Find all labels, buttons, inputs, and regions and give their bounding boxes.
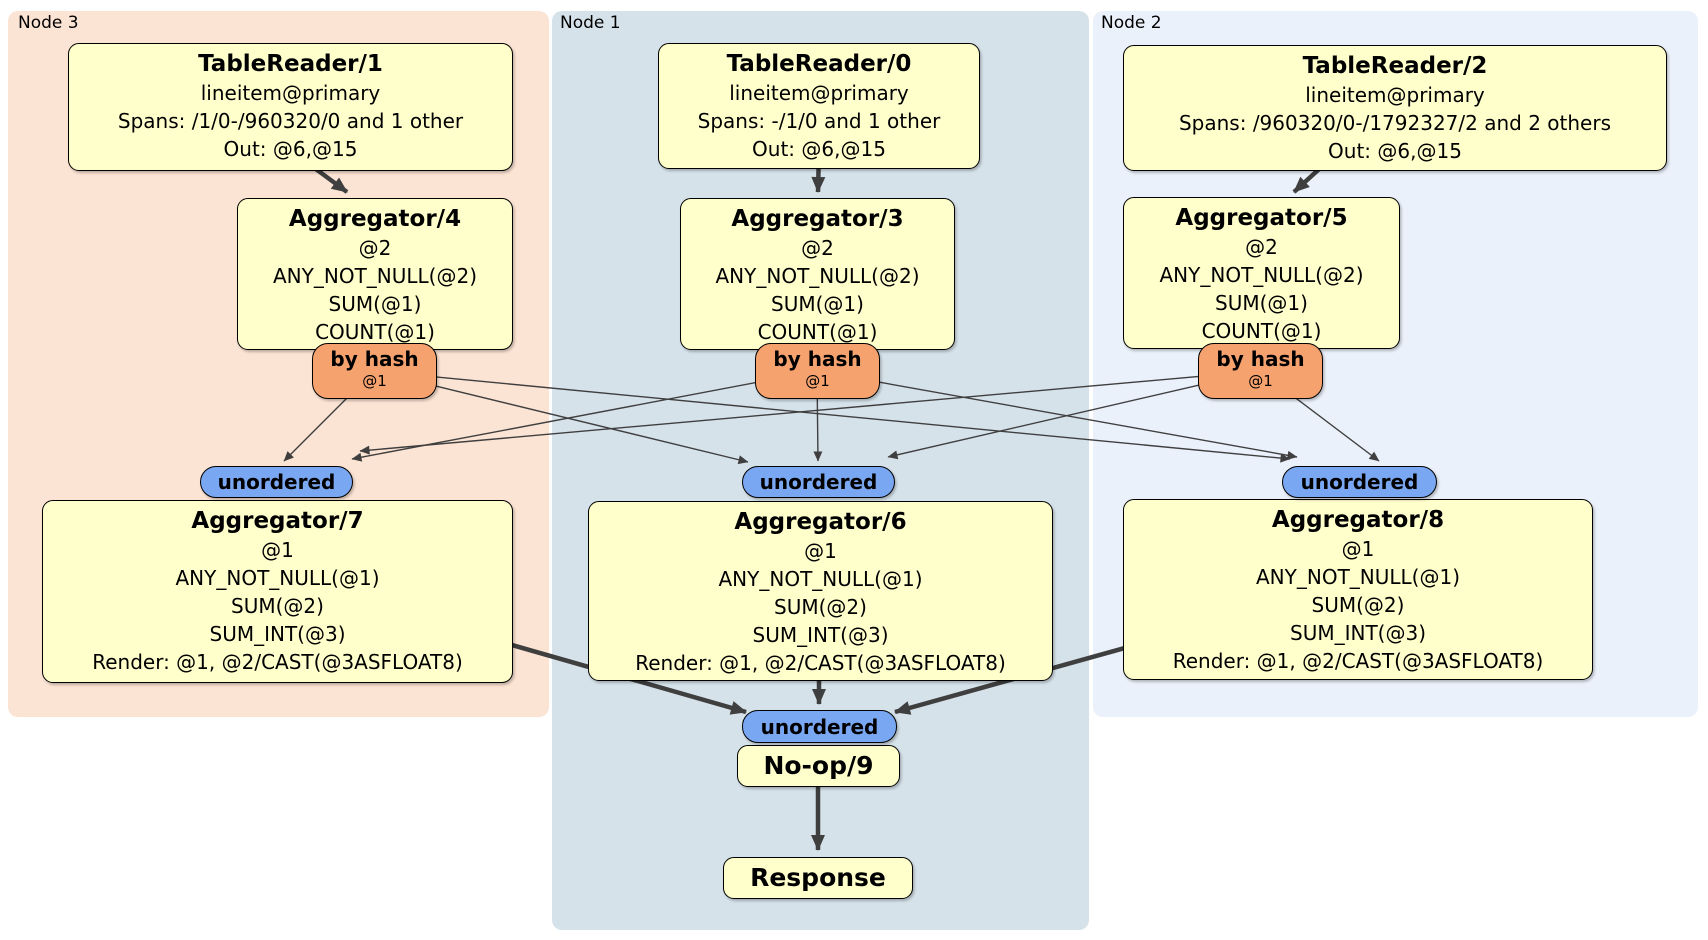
processor-title: TableReader/0	[726, 51, 912, 77]
sync-unordered-node3: unordered	[200, 466, 353, 498]
processor-detail: Out: @6,@15	[752, 137, 886, 161]
processor-detail: ANY_NOT_NULL(@1)	[718, 567, 923, 591]
region-label-node1: Node 1	[560, 13, 621, 33]
sync-unordered-node1: unordered	[742, 466, 895, 498]
processor-aggregator-4: Aggregator/4 @2 ANY_NOT_NULL(@2) SUM(@1)…	[237, 198, 513, 350]
processor-title: TableReader/1	[198, 51, 383, 77]
processor-title: Aggregator/8	[1271, 507, 1445, 533]
processor-aggregator-6: Aggregator/6 @1 ANY_NOT_NULL(@1) SUM(@2)…	[588, 501, 1053, 681]
processor-detail: lineitem@primary	[1305, 83, 1485, 107]
processor-tablereader-2: TableReader/2 lineitem@primary Spans: /9…	[1123, 45, 1667, 171]
processor-detail: Spans: /1/0-/960320/0 and 1 other	[117, 109, 464, 133]
processor-tablereader-0: TableReader/0 lineitem@primary Spans: -/…	[658, 43, 980, 169]
processor-title: Aggregator/7	[191, 508, 364, 534]
processor-detail: @2	[1245, 235, 1278, 259]
processor-detail: SUM(@1)	[1215, 291, 1308, 315]
processor-response: Response	[723, 857, 913, 899]
processor-detail: COUNT(@1)	[1201, 319, 1322, 343]
processor-title: TableReader/2	[1302, 53, 1488, 79]
processor-aggregator-8: Aggregator/8 @1 ANY_NOT_NULL(@1) SUM(@2)…	[1123, 499, 1593, 680]
processor-detail: ANY_NOT_NULL(@2)	[715, 264, 920, 288]
router-by-hash-node3: by hash @1	[312, 343, 437, 399]
processor-detail: ANY_NOT_NULL(@2)	[1159, 263, 1364, 287]
processor-detail: Spans: -/1/0 and 1 other	[697, 109, 941, 133]
processor-detail: Out: @6,@15	[223, 137, 358, 161]
router-by-hash-node2: by hash @1	[1198, 343, 1323, 399]
processor-detail: Spans: /960320/0-/1792327/2 and 2 others	[1178, 111, 1611, 135]
edge-byhash3-to-unordered2	[373, 370, 1291, 463]
router-label: by hash	[330, 347, 419, 371]
sync-label: unordered	[217, 470, 336, 494]
sync-label: unordered	[760, 714, 879, 739]
sync-unordered-node2: unordered	[1282, 466, 1437, 498]
region-label-node2: Node 2	[1101, 13, 1162, 33]
processor-tablereader-1: TableReader/1 lineitem@primary Spans: /1…	[68, 43, 513, 171]
router-key: @1	[362, 372, 387, 390]
processor-detail: Render: @1, @2/CAST(@3ASFLOAT8)	[635, 651, 1006, 675]
sync-label: unordered	[1300, 470, 1419, 494]
processor-detail: COUNT(@1)	[757, 320, 878, 344]
processor-detail: @1	[1341, 537, 1375, 561]
processor-detail: @1	[261, 538, 294, 562]
processor-detail: SUM(@1)	[771, 292, 864, 316]
processor-detail: SUM(@2)	[1311, 593, 1405, 617]
region-label-node3: Node 3	[18, 13, 79, 33]
edge-byhash1-to-unordered2	[816, 370, 1298, 460]
processor-detail: SUM(@1)	[328, 292, 422, 316]
processor-title: No-op/9	[763, 751, 874, 780]
processor-detail: SUM_INT(@3)	[752, 623, 889, 647]
processor-title: Aggregator/6	[734, 509, 907, 535]
processor-title: Response	[750, 863, 886, 892]
processor-detail: Render: @1, @2/CAST(@3ASFLOAT8)	[1172, 649, 1544, 673]
processor-detail: ANY_NOT_NULL(@1)	[175, 566, 380, 590]
processor-aggregator-5: Aggregator/5 @2 ANY_NOT_NULL(@2) SUM(@1)…	[1123, 197, 1400, 349]
processor-detail: ANY_NOT_NULL(@2)	[273, 264, 477, 288]
processor-detail: lineitem@primary	[200, 81, 381, 105]
router-label: by hash	[773, 347, 862, 371]
processor-detail: SUM(@2)	[231, 594, 324, 618]
processor-detail: @2	[358, 236, 392, 260]
router-key: @1	[805, 372, 830, 390]
processor-detail: SUM(@2)	[774, 595, 867, 619]
router-key: @1	[1248, 372, 1273, 390]
processor-title: Aggregator/4	[288, 206, 462, 232]
processor-title: Aggregator/5	[1175, 205, 1348, 231]
processor-detail: COUNT(@1)	[315, 320, 435, 344]
processor-detail: ANY_NOT_NULL(@1)	[1256, 565, 1460, 589]
router-by-hash-node1: by hash @1	[755, 343, 880, 399]
processor-detail: SUM_INT(@3)	[209, 622, 346, 646]
processor-aggregator-7: Aggregator/7 @1 ANY_NOT_NULL(@1) SUM(@2)…	[42, 500, 513, 683]
sync-label: unordered	[759, 470, 878, 494]
processor-noop-9: No-op/9	[737, 745, 900, 787]
processor-title: Aggregator/3	[731, 206, 904, 232]
processor-detail: lineitem@primary	[729, 81, 909, 105]
router-label: by hash	[1216, 347, 1305, 371]
processor-detail: Out: @6,@15	[1328, 139, 1462, 163]
sync-unordered-final: unordered	[742, 710, 897, 743]
processor-detail: Render: @1, @2/CAST(@3ASFLOAT8)	[92, 650, 463, 674]
processor-detail: SUM_INT(@3)	[1290, 621, 1426, 645]
processor-detail: @2	[801, 236, 834, 260]
processor-aggregator-3: Aggregator/3 @2 ANY_NOT_NULL(@2) SUM(@1)…	[680, 198, 955, 350]
processor-detail: @1	[804, 539, 837, 563]
edge-byhash2-to-unordered3	[359, 370, 1261, 455]
